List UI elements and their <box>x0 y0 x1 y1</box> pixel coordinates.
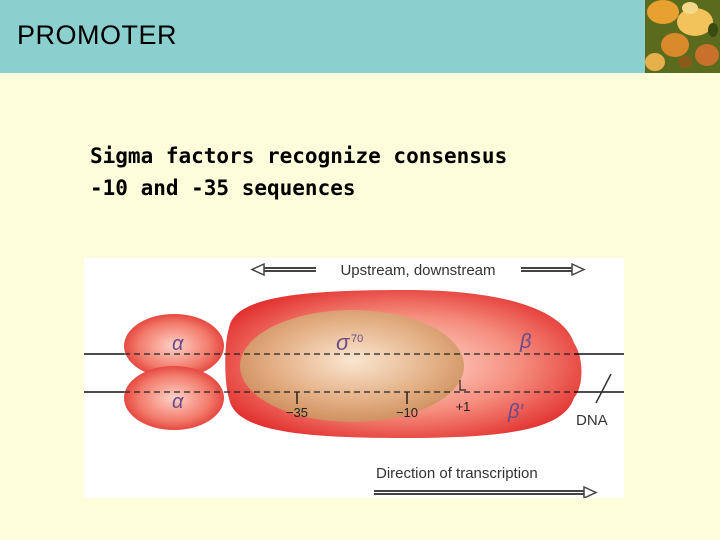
alpha-label-top: α <box>172 333 184 355</box>
slide-title: PROMOTER <box>17 20 178 50</box>
beta-label: β <box>519 331 531 353</box>
body-line-2: -10 and -35 sequences <box>90 176 356 200</box>
beta-prime-label: β′ <box>507 401 524 423</box>
dna-pointer-line <box>595 373 612 404</box>
rna-polymerase-diagram: Upstream, downstream α α σ 70 β β′ <box>84 258 624 500</box>
title-bar: PROMOTER <box>0 0 645 73</box>
sigma-label: σ <box>336 330 350 355</box>
corner-decorative-image <box>645 0 720 73</box>
direction-arrow <box>374 485 598 500</box>
dna-strands <box>84 353 624 393</box>
dna-label: DNA <box>576 412 608 429</box>
sigma-subunit <box>240 310 464 422</box>
body-line-1: Sigma factors recognize consensus <box>90 144 508 168</box>
upstream-downstream-arrow <box>250 262 586 277</box>
plus1-label: +1 <box>456 399 471 414</box>
plus1-marker <box>459 380 466 391</box>
slide-body-text: Sigma factors recognize consensus -10 an… <box>90 140 507 204</box>
minus10-label: −10 <box>396 405 418 420</box>
upstream-downstream-label: Upstream, downstream <box>340 262 495 279</box>
alpha-label-bottom: α <box>172 391 184 413</box>
sigma-superscript: 70 <box>351 333 363 345</box>
direction-label: Direction of transcription <box>376 465 538 482</box>
minus35-label: −35 <box>286 405 308 420</box>
